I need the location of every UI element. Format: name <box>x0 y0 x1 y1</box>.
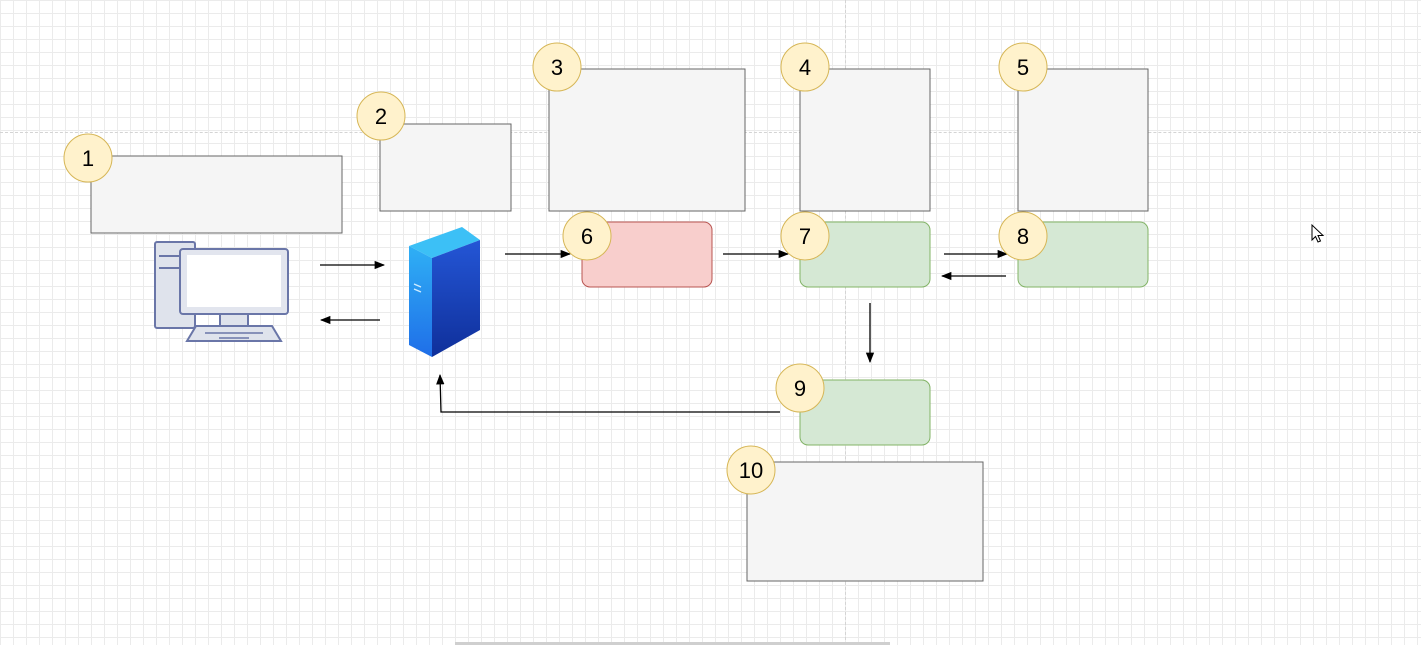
badge-4-label: 4 <box>799 55 811 80</box>
badge-6-label: 6 <box>581 224 593 249</box>
badge-8[interactable]: 8 <box>998 211 1048 261</box>
badge-9-label: 9 <box>794 376 806 401</box>
badge-7-label: 7 <box>799 224 811 249</box>
badge-2[interactable]: 2 <box>356 91 406 141</box>
vertical-page-guide <box>845 0 846 645</box>
badge-5-label: 5 <box>1017 55 1029 80</box>
badge-5[interactable]: 5 <box>998 42 1048 92</box>
box-10[interactable] <box>746 461 984 582</box>
badge-1[interactable]: 1 <box>63 133 113 183</box>
box-3[interactable] <box>548 68 746 212</box>
badge-6[interactable]: 6 <box>562 211 612 261</box>
mouse-pointer-icon <box>1311 223 1325 243</box>
badge-7[interactable]: 7 <box>780 211 830 261</box>
arrow-box-9-to-server[interactable] <box>436 373 780 413</box>
box-4[interactable] <box>799 68 931 212</box>
server-tower-icon[interactable] <box>409 227 480 357</box>
box-1[interactable] <box>90 155 343 234</box>
box-2[interactable] <box>379 123 512 212</box>
badge-3[interactable]: 3 <box>532 42 582 92</box>
badge-2-label: 2 <box>375 104 387 129</box>
badge-10[interactable]: 10 <box>726 445 776 495</box>
box-5[interactable] <box>1017 68 1149 212</box>
badge-10-label: 10 <box>739 458 763 483</box>
horizontal-scrollbar[interactable] <box>455 642 890 645</box>
badge-3-label: 3 <box>551 55 563 80</box>
badge-9[interactable]: 9 <box>775 363 825 413</box>
badge-8-label: 8 <box>1017 224 1029 249</box>
badge-1-label: 1 <box>82 146 94 171</box>
badge-4[interactable]: 4 <box>780 42 830 92</box>
desktop-computer-icon[interactable] <box>154 241 289 342</box>
